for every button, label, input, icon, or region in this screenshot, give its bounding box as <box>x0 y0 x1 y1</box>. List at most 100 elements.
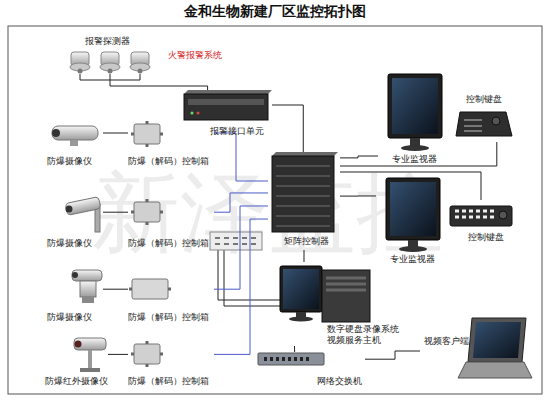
cable-line <box>103 289 128 290</box>
distributor-ports <box>215 238 256 244</box>
control-keyboard: 控制键盘 <box>452 94 516 142</box>
camera-lens <box>72 272 78 278</box>
control-keyboard <box>456 112 512 136</box>
laptop-screen <box>473 322 521 358</box>
camera-housing <box>74 338 106 350</box>
ptz-base <box>82 297 94 303</box>
decoder-control-box: 防爆（解码）控制箱 <box>128 190 214 250</box>
alarm-unit-panel <box>188 99 264 105</box>
laptop-base <box>458 362 532 378</box>
matrix-slots <box>276 166 330 226</box>
diagram-title: 金和生物新建厂区监控拓扑图 <box>0 3 550 21</box>
camera-housing <box>52 126 98 140</box>
device-top <box>184 90 272 94</box>
monitor-frame <box>386 178 440 240</box>
cable-gland <box>129 288 171 291</box>
decoder-control-box: 防爆（解码）控制箱 <box>128 332 214 388</box>
infrared-lens <box>75 341 82 348</box>
video-server: 数字硬盘录像系统 视频服务主机 <box>275 262 405 346</box>
monitor-screen <box>392 78 438 134</box>
monitor-screen <box>390 182 436 236</box>
keyboard-keys <box>464 120 482 131</box>
infrared-camera: 防爆红外摄像仪 <box>45 332 108 388</box>
device-label: 防爆摄像仪 <box>47 312 92 323</box>
monitor-base <box>289 317 313 322</box>
monitor: 专业监视器 <box>378 70 452 166</box>
camera-housing <box>65 197 101 216</box>
device-label: 防爆摄像仪 <box>47 238 92 249</box>
drive-bays <box>326 278 366 290</box>
monitor-base <box>401 145 429 151</box>
cable-gland <box>131 341 163 367</box>
device-label: 网络交换机 <box>317 376 362 387</box>
cable-line <box>108 354 128 355</box>
explosion-proof-camera: 防爆摄像仪 <box>45 266 103 324</box>
detector-wire <box>80 74 140 80</box>
device-label: 控制键盘 <box>468 232 504 243</box>
video-distributor <box>210 232 262 250</box>
network-switch: 网络交换机 <box>255 352 365 388</box>
cable-line <box>294 346 295 352</box>
matrix-body <box>272 156 334 232</box>
explosion-proof-camera: 防爆摄像仪 <box>45 118 103 168</box>
matrix-controller: 矩阵控制器 <box>268 152 340 250</box>
ptz-body <box>80 281 96 297</box>
detector-group: 报警探测器 <box>60 36 160 80</box>
device-label: 控制键盘 <box>466 94 502 105</box>
frame-border <box>8 26 542 394</box>
status-led <box>197 112 200 115</box>
video-client: 视频客户端 <box>420 316 532 386</box>
alarm-unit-body <box>184 94 268 120</box>
control-keyboard: 控制键盘 <box>446 200 516 246</box>
system-note: 火警报警系统 <box>168 51 222 61</box>
device-label: 防爆（解码）控制箱 <box>128 312 209 323</box>
cable-line <box>110 80 208 90</box>
network-switch <box>258 353 324 365</box>
camera-lens <box>66 206 73 213</box>
device-label: 数字硬盘录像系统 视频服务主机 <box>327 324 403 346</box>
monitor-frame <box>280 266 322 312</box>
device-label: 防爆（解码）控制箱 <box>128 156 209 167</box>
status-led <box>191 112 194 115</box>
switch-ports <box>264 357 309 361</box>
device-label: 防爆（解码）控制箱 <box>128 238 209 249</box>
device-label: 防爆（解码）控制箱 <box>128 376 209 387</box>
device-label: 防爆摄像仪 <box>47 156 92 167</box>
control-box <box>132 279 168 299</box>
detector-sensor <box>108 69 113 74</box>
camera-base <box>80 368 100 372</box>
explosion-proof-camera: 防爆摄像仪 <box>45 190 103 250</box>
device-label: 矩阵控制器 <box>284 236 329 247</box>
monitor-screen <box>283 269 319 309</box>
decoder-control-box: 防爆（解码）控制箱 <box>128 266 214 324</box>
camera-mount <box>70 140 78 146</box>
monitor: 专业监视器 <box>376 172 450 266</box>
control-box <box>134 344 160 364</box>
device-label: 专业监视器 <box>392 154 437 165</box>
device-label: 报警探测器 <box>85 36 130 47</box>
cable-line <box>365 351 420 359</box>
device-label: 报警接口单元 <box>210 126 264 137</box>
device-label: 视频客户端 <box>424 336 469 347</box>
camera-lens <box>52 129 60 137</box>
alarm-interface-unit: 报警接口单元 <box>180 90 272 140</box>
monitor-stand <box>408 240 418 247</box>
camera-housing <box>72 270 102 281</box>
detector-sensor <box>78 69 83 74</box>
device-top <box>272 152 338 156</box>
monitor-base <box>399 246 427 252</box>
control-keyboard <box>450 206 512 226</box>
keyboard-joystick <box>499 211 507 219</box>
cable-line <box>214 219 268 354</box>
device-label: 专业监视器 <box>390 254 435 265</box>
device-label: 防爆红外摄像仪 <box>45 376 108 387</box>
cable-gland <box>131 199 163 225</box>
keyboard-keys <box>455 211 494 217</box>
control-box <box>134 124 160 144</box>
keyboard-joystick <box>492 117 500 125</box>
server-tower <box>322 270 370 322</box>
monitor-stand <box>410 138 420 146</box>
cable-line <box>340 156 378 158</box>
cable-line <box>272 105 303 152</box>
